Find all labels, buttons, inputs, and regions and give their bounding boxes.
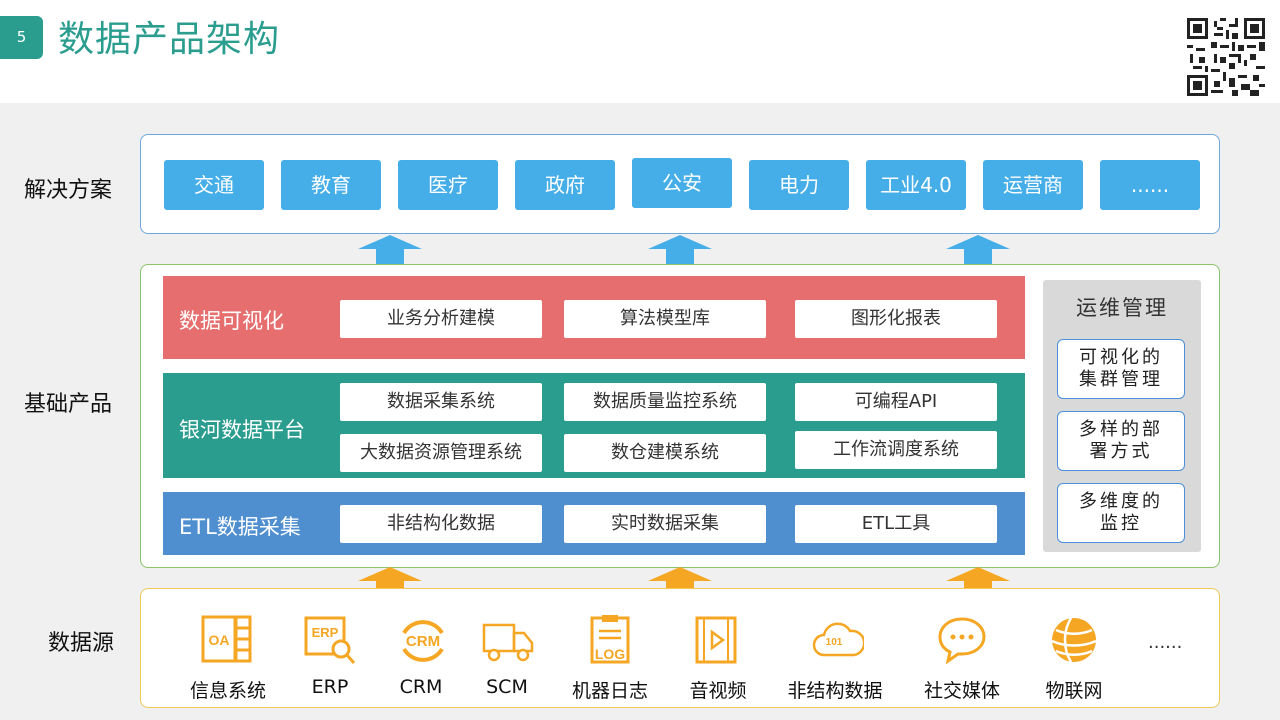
solution-power: 电力 — [749, 160, 849, 210]
svg-text:CRM: CRM — [406, 633, 440, 650]
ops-title: 运维管理 — [1076, 296, 1168, 320]
solution-government: 政府 — [515, 160, 615, 210]
qr-code-icon — [1187, 18, 1265, 96]
ops-item: 多样的部署方式 — [1057, 411, 1185, 471]
row-label-sources: 数据源 — [48, 631, 115, 656]
crm-icon: CRM — [402, 620, 444, 662]
video-icon — [695, 616, 737, 664]
solution-carrier: 运营商 — [983, 160, 1083, 210]
truck-icon — [482, 623, 534, 662]
erp-icon: ERP — [304, 616, 356, 664]
log-icon: LOG — [590, 615, 630, 664]
platform-item: 数仓建模系统 — [564, 434, 766, 472]
source-label: ERP — [311, 676, 349, 698]
platform-item: 数据采集系统 — [340, 383, 542, 421]
solution-traffic: 交通 — [164, 160, 264, 210]
up-arrow-icon — [358, 235, 422, 267]
page-number: 5 — [0, 16, 43, 59]
platform-item: 可编程API — [795, 383, 997, 421]
sources-more: ...... — [1148, 632, 1183, 653]
solution-education: 教育 — [281, 160, 381, 210]
svg-text:ERP: ERP — [312, 625, 339, 640]
vis-item: 算法模型库 — [564, 300, 766, 338]
ops-item: 多维度的监控 — [1057, 483, 1185, 543]
etl-item: ETL工具 — [795, 505, 997, 543]
source-label: 社交媒体 — [923, 680, 1000, 702]
svg-text:LOG: LOG — [595, 646, 625, 662]
source-label: CRM — [399, 676, 443, 698]
source-label: 信息系统 — [189, 680, 266, 702]
source-label: 物联网 — [1045, 680, 1103, 702]
up-arrow-icon — [946, 567, 1010, 599]
source-label: 机器日志 — [571, 680, 648, 702]
vis-item: 图形化报表 — [795, 300, 997, 338]
solution-police: 公安 — [632, 158, 732, 208]
platform-label: 银河数据平台 — [179, 418, 305, 442]
vis-item: 业务分析建模 — [340, 300, 542, 338]
oa-icon: OA — [201, 615, 252, 663]
svg-text:OA: OA — [209, 632, 230, 648]
source-label: SCM — [486, 676, 528, 698]
chat-icon — [938, 617, 986, 665]
etl-label: ETL数据采集 — [179, 515, 301, 539]
solution-medical: 医疗 — [398, 160, 498, 210]
row-label-solutions: 解决方案 — [24, 178, 113, 203]
ops-item: 可视化的集群管理 — [1057, 339, 1185, 399]
globe-icon — [1051, 617, 1097, 663]
solution-more: ...... — [1100, 160, 1200, 210]
visualization-label: 数据可视化 — [179, 309, 284, 333]
up-arrow-icon — [648, 235, 712, 267]
svg-text:101: 101 — [826, 637, 843, 648]
header: 5 数据产品架构 — [0, 0, 1280, 103]
up-arrow-icon — [648, 567, 712, 599]
page-title: 数据产品架构 — [58, 19, 281, 60]
source-label: 音视频 — [689, 680, 747, 702]
platform-item: 工作流调度系统 — [795, 431, 997, 469]
platform-item: 大数据资源管理系统 — [340, 434, 542, 472]
cloud-binary-icon: 101 — [812, 622, 864, 657]
up-arrow-icon — [946, 235, 1010, 267]
sources-frame — [140, 588, 1220, 708]
etl-item: 非结构化数据 — [340, 505, 542, 543]
up-arrow-icon — [358, 567, 422, 599]
solution-industry: 工业4.0 — [866, 160, 966, 210]
row-label-foundation: 基础产品 — [24, 392, 113, 417]
source-label: 非结构数据 — [787, 680, 883, 702]
etl-item: 实时数据采集 — [564, 505, 766, 543]
platform-item: 数据质量监控系统 — [564, 383, 766, 421]
